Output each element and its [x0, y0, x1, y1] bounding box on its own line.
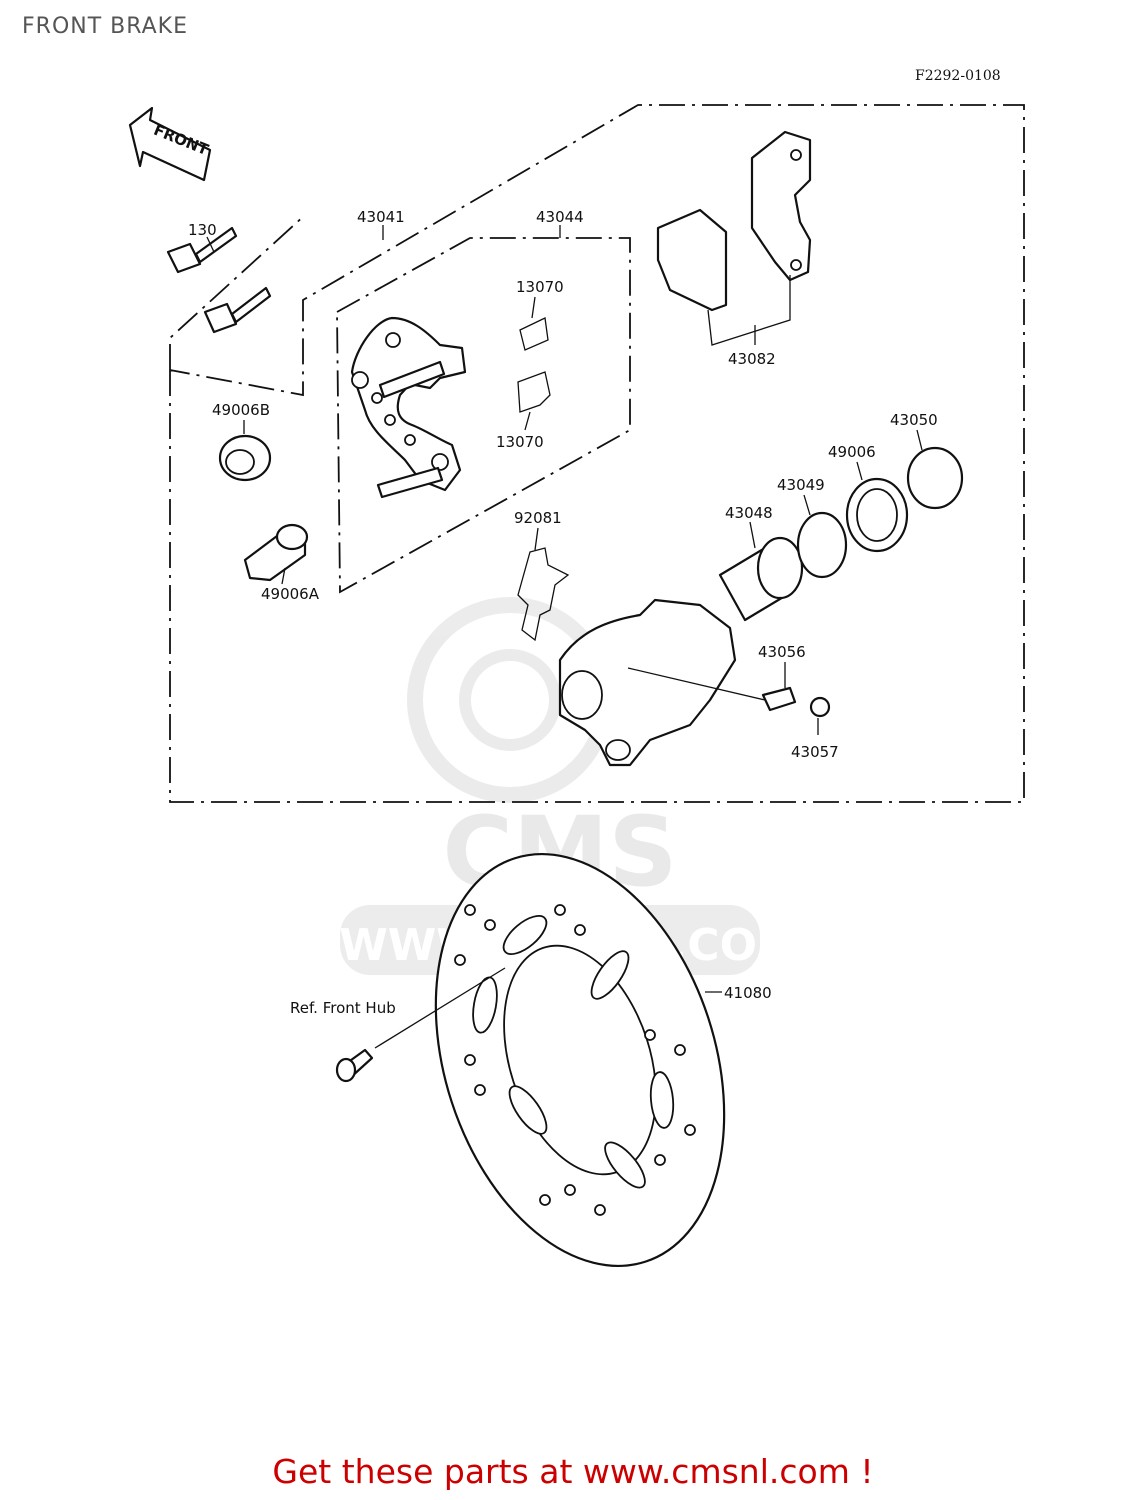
callout-43057: 43057 — [791, 743, 839, 761]
callout-43049: 43049 — [777, 476, 825, 494]
callout-41080: 41080 — [724, 984, 772, 1002]
callout-130: 130 — [188, 221, 217, 239]
caliper-body — [558, 598, 737, 767]
callout-43050: 43050 — [890, 411, 938, 429]
caliper-bracket — [350, 316, 467, 499]
callout-49006a: 49006A — [261, 585, 320, 603]
bracket-group-outline — [336, 237, 631, 594]
callout-49006b: 49006B — [212, 401, 270, 419]
pads-leader — [707, 275, 791, 346]
cap-43050 — [906, 446, 964, 510]
anti-rattle-spring — [517, 547, 570, 642]
diagram-code: F2292-0108 — [915, 68, 1001, 84]
front-direction-arrow: FRONT — [128, 106, 212, 182]
assembly-outline — [169, 104, 1025, 803]
bleeder-leader — [627, 667, 766, 701]
callout-43044: 43044 — [536, 208, 584, 226]
callout-13070-bottom: 13070 — [496, 433, 544, 451]
brake-disc — [434, 853, 726, 1267]
brake-pads — [656, 130, 812, 312]
callout-43056: 43056 — [758, 643, 806, 661]
dust-seal-49006 — [845, 477, 909, 553]
piston-seal — [796, 511, 848, 579]
pad-spring — [517, 317, 551, 413]
callout-13070-top: 13070 — [516, 278, 564, 296]
bolt-130 — [166, 226, 272, 334]
label-leaders — [206, 225, 923, 735]
callout-43041: 43041 — [357, 208, 405, 226]
bolt-group-outline — [169, 214, 306, 370]
callout-43082: 43082 — [728, 350, 776, 368]
callout-49006: 49006 — [828, 443, 876, 461]
disc-screw-leader — [374, 967, 506, 1049]
callout-43048: 43048 — [725, 504, 773, 522]
bleeder-valve — [761, 686, 831, 718]
disc-screw — [335, 1048, 374, 1083]
callout-ref-front-hub: Ref. Front Hub — [290, 999, 396, 1017]
dust-seal-49006b — [218, 434, 272, 482]
page-title: FRONT BRAKE — [22, 14, 189, 39]
slide-pin-49006a — [243, 523, 309, 582]
callout-92081: 92081 — [514, 509, 562, 527]
footer-cta-text[interactable]: Get these parts at www.cmsnl.com ! — [272, 1452, 874, 1491]
exploded-parts-diagram: CMS WWW.CMSNL.COM FRONT — [128, 104, 1025, 1267]
piston — [718, 536, 804, 622]
